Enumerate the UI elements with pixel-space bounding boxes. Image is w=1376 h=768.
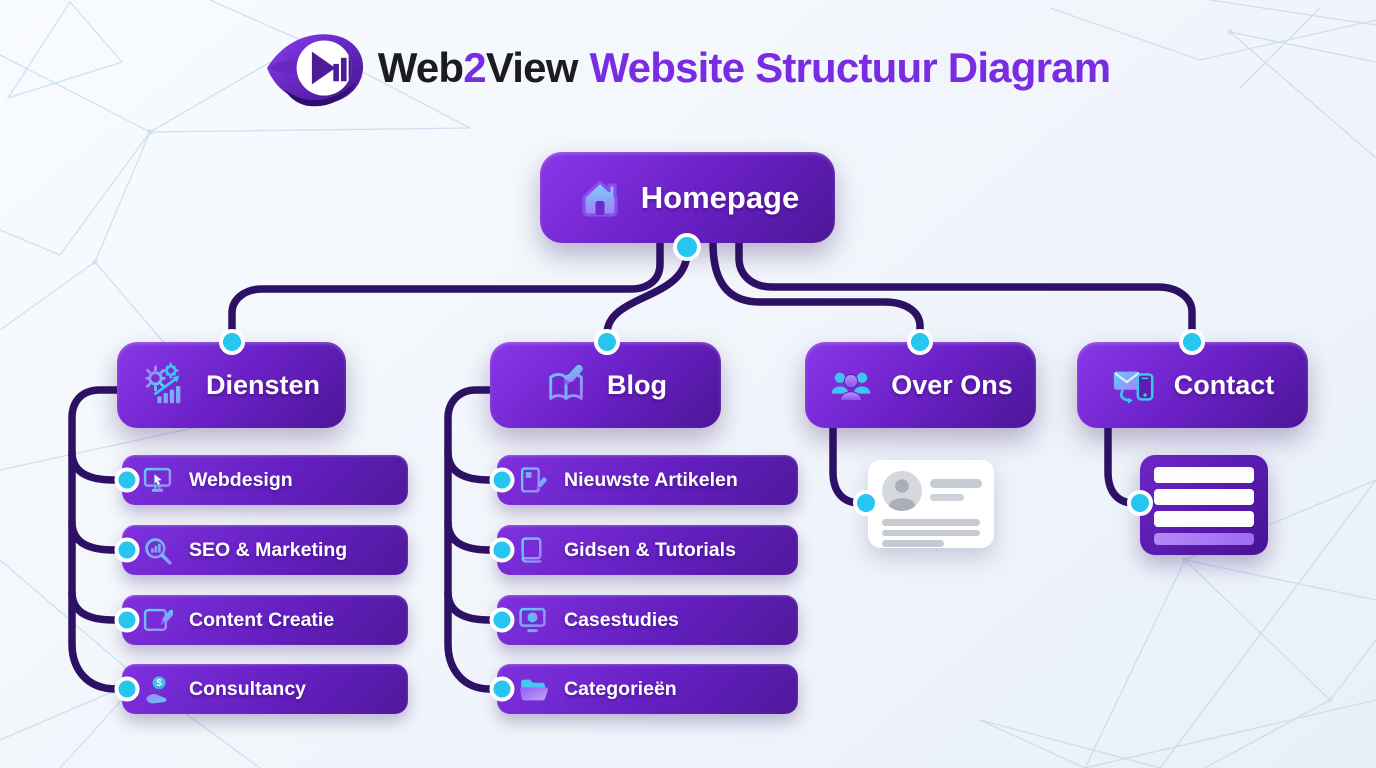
text-line-placeholder — [930, 479, 982, 488]
monitor-cursor-icon — [142, 465, 173, 496]
text-line-placeholder — [882, 519, 980, 526]
node-contact: Contact — [1077, 342, 1308, 428]
document-pencil-icon — [142, 605, 173, 636]
brand-word-view: View — [485, 44, 579, 91]
brand-word-web: Web — [377, 44, 464, 91]
node-contact-label: Contact — [1173, 369, 1275, 400]
hand-coin-icon: $ — [142, 674, 173, 705]
node-content-creatie-label: Content Creatie — [189, 608, 335, 631]
node-homepage-label: Homepage — [640, 179, 800, 215]
node-categorieen: Categorieën — [497, 664, 798, 714]
node-diensten-label: Diensten — [205, 369, 321, 400]
node-gidsen-tutorials: Gidsen & Tutorials — [497, 525, 798, 575]
node-seo-marketing-label: SEO & Marketing — [189, 538, 348, 561]
node-seo-marketing: SEO & Marketing — [122, 525, 408, 575]
profile-placeholder-card — [868, 460, 994, 548]
node-over-ons: Over Ons — [805, 342, 1036, 428]
node-categorieen-label: Categorieën — [564, 677, 677, 700]
folder-icon — [517, 674, 548, 705]
node-nieuwste-artikelen-label: Nieuwste Artikelen — [564, 468, 738, 491]
text-line-placeholder — [882, 529, 980, 536]
node-consultancy-label: Consultancy — [189, 677, 307, 700]
avatar — [882, 471, 922, 511]
node-webdesign-label: Webdesign — [189, 468, 293, 491]
gears-growth-chart-icon — [143, 362, 189, 408]
form-field-placeholder — [1154, 467, 1254, 483]
open-book-pen-icon — [544, 362, 590, 408]
people-group-icon — [828, 362, 874, 408]
node-gidsen-tutorials-label: Gidsen & Tutorials — [564, 538, 736, 561]
guide-book-icon — [517, 535, 548, 566]
form-field-placeholder — [1154, 511, 1254, 527]
home-icon — [576, 174, 624, 222]
text-line-placeholder — [882, 540, 944, 547]
node-blog-label: Blog — [607, 369, 667, 400]
node-casestudies: Casestudies — [497, 595, 798, 645]
brand-digit-2: 2 — [463, 44, 486, 91]
magnifier-bars-icon — [142, 535, 173, 566]
node-diensten: Diensten — [117, 342, 346, 428]
article-pencil-icon — [517, 465, 548, 496]
title-rest: Website Structuur Diagram — [589, 44, 1111, 91]
text-line-placeholder — [930, 494, 964, 501]
form-field-placeholder — [1154, 489, 1254, 505]
mail-phone-icon — [1111, 362, 1157, 408]
svg-text:$: $ — [156, 678, 162, 689]
node-homepage: Homepage — [540, 152, 835, 243]
node-content-creatie: Content Creatie — [122, 595, 408, 645]
node-over-ons-label: Over Ons — [891, 369, 1013, 400]
node-blog: Blog — [490, 342, 721, 428]
form-placeholder-card — [1140, 455, 1268, 555]
node-nieuwste-artikelen: Nieuwste Artikelen — [497, 455, 798, 505]
web2view-logo-icon — [266, 34, 363, 107]
monitor-pie-icon — [517, 605, 548, 636]
node-webdesign: Webdesign — [122, 455, 408, 505]
node-consultancy: $ Consultancy — [122, 664, 408, 714]
form-submit-placeholder — [1154, 533, 1254, 545]
node-casestudies-label: Casestudies — [564, 608, 679, 631]
